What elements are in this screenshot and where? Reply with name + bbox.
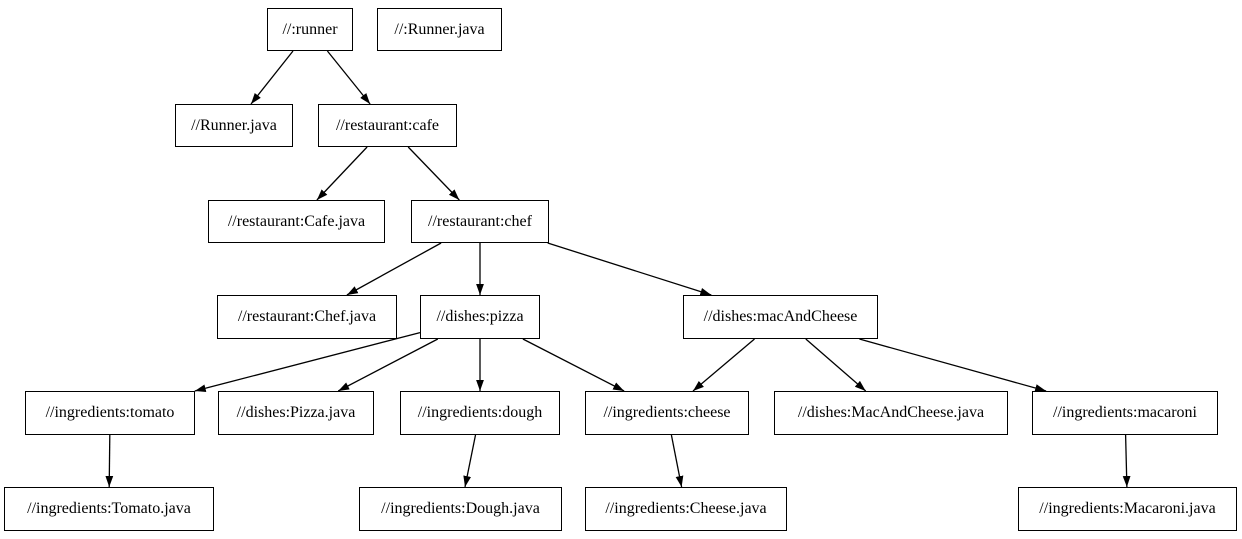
- edge-tomato-to-tomato-java: [105, 434, 114, 488]
- edge-pizza-to-pizza-java: [337, 338, 439, 392]
- node-tomato-java: //ingredients:Tomato.java: [4, 487, 214, 531]
- edge-chef-to-chef-java: [346, 242, 442, 296]
- node-runner-java-root: //:Runner.java: [377, 8, 502, 51]
- edge-mac-and-cheese-to-cheese: [692, 338, 755, 392]
- node-cheese-java: //ingredients:Cheese.java: [585, 487, 787, 531]
- edge-chef-to-mac-and-cheese: [547, 242, 712, 296]
- edge-cafe-to-cafe-java: [316, 146, 368, 201]
- node-pizza: //dishes:pizza: [420, 295, 540, 339]
- node-pizza-java: //dishes:Pizza.java: [218, 391, 374, 435]
- node-runner-java: //Runner.java: [175, 104, 293, 147]
- node-cafe-java: //restaurant:Cafe.java: [208, 200, 385, 243]
- edge-macaroni-to-macaroni-java: [1122, 434, 1131, 488]
- node-mac-and-cheese: //dishes:macAndCheese: [683, 295, 878, 339]
- node-chef-java: //restaurant:Chef.java: [217, 295, 397, 339]
- node-cafe: //restaurant:cafe: [318, 104, 457, 147]
- edge-pizza-to-cheese: [522, 338, 625, 392]
- node-mac-and-cheese-java: //dishes:MacAndCheese.java: [774, 391, 1008, 435]
- node-cheese: //ingredients:cheese: [585, 391, 749, 435]
- edge-cheese-to-cheese-java: [670, 434, 684, 488]
- node-dough: //ingredients:dough: [400, 391, 560, 435]
- edge-runner-to-cafe: [326, 50, 371, 105]
- node-macaroni: //ingredients:macaroni: [1032, 391, 1218, 435]
- edge-cafe-to-chef: [407, 146, 460, 201]
- edge-pizza-to-tomato: [194, 331, 421, 393]
- node-tomato: //ingredients:tomato: [25, 391, 195, 435]
- node-runner: //:runner: [267, 8, 353, 51]
- edge-mac-and-cheese-to-macaroni: [859, 338, 1047, 392]
- node-chef: //restaurant:chef: [411, 200, 549, 243]
- edge-runner-to-runner-java: [250, 50, 294, 105]
- node-dough-java: //ingredients:Dough.java: [359, 487, 562, 531]
- node-macaroni-java: //ingredients:Macaroni.java: [1018, 487, 1237, 531]
- edge-dough-to-dough-java: [463, 434, 477, 488]
- edge-mac-and-cheese-to-mac-and-cheese-java: [805, 338, 867, 392]
